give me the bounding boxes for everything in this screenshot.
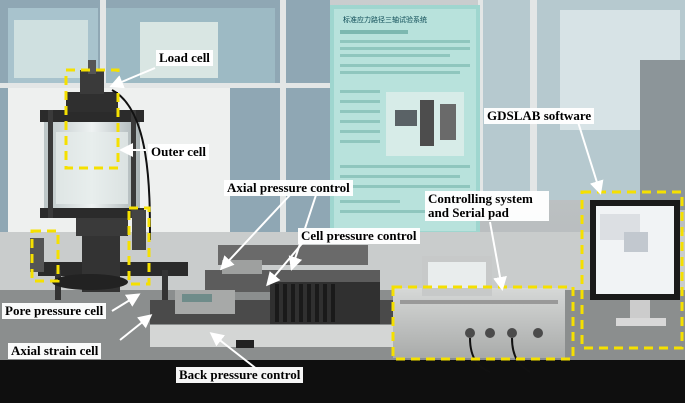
highlight-controller xyxy=(391,285,575,361)
arrow-axial-pressure xyxy=(219,194,291,271)
arrow-cell-pressure xyxy=(266,239,306,287)
label-axial-strain-cell: Axial strain cell xyxy=(8,343,102,359)
arrow-axial-strain xyxy=(119,314,153,341)
arrow-gdslab xyxy=(577,121,604,195)
label-gdslab-software: GDSLAB software xyxy=(484,108,595,124)
wall-poster-small xyxy=(14,20,88,78)
arrow-pore-pressure xyxy=(111,293,141,312)
highlight-cell-connector xyxy=(127,206,151,286)
label-back-pressure-control: Back pressure control xyxy=(176,367,304,383)
arrow-back-pressure xyxy=(209,332,259,371)
label-controlling-system: Controlling system and Serial pad xyxy=(425,191,549,221)
label-pore-pressure-cell: Pore pressure cell xyxy=(2,303,107,319)
label-cell-pressure-control: Cell pressure control xyxy=(298,228,420,244)
arrow-load-cell xyxy=(109,67,156,89)
label-axial-pressure-control: Axial pressure control xyxy=(224,180,353,196)
controller-box xyxy=(393,288,565,358)
label-load-cell: Load cell xyxy=(156,50,213,66)
highlight-pore-pressure xyxy=(30,229,60,283)
arrow-controller xyxy=(489,221,507,291)
highlight-monitor xyxy=(580,190,684,350)
poster-title: 标准应力路径三轴试验系统 xyxy=(343,16,427,24)
bench xyxy=(0,360,685,403)
label-outer-cell: Outer cell xyxy=(148,144,209,160)
load-cell xyxy=(66,92,118,112)
